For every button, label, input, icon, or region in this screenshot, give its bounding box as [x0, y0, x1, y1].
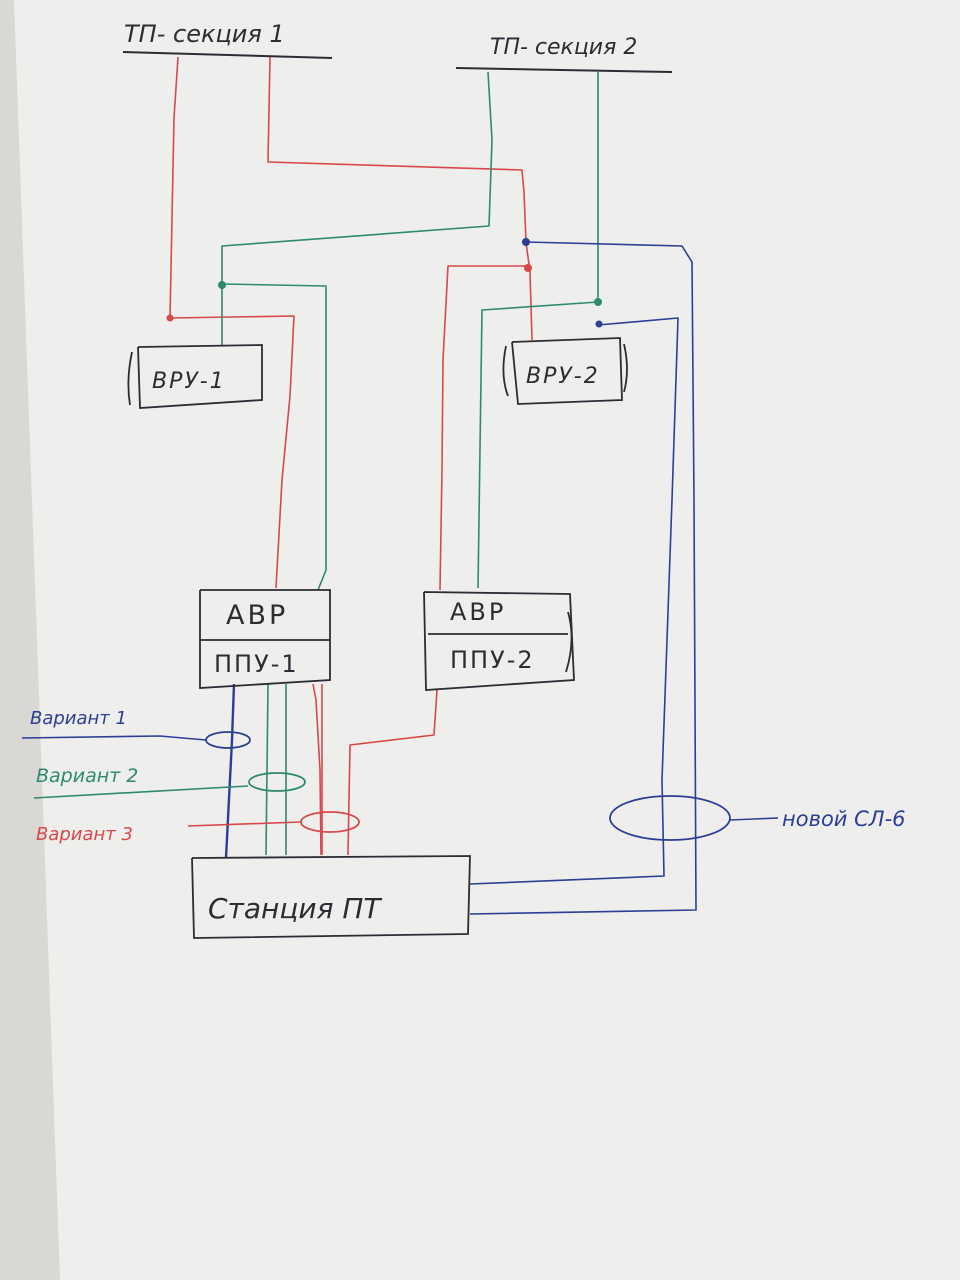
- vru-2-label: ВРУ-2: [526, 364, 600, 389]
- junction-dot: [595, 320, 603, 328]
- variant-2-ring: [248, 772, 306, 792]
- junction-dot: [594, 298, 602, 306]
- red-feeder-lines: [169, 56, 533, 856]
- vru-1-label: ВРУ-1: [152, 369, 226, 394]
- station-pt-box: [191, 855, 471, 939]
- junction-dot: [166, 314, 174, 322]
- junction-dot: [524, 264, 532, 272]
- tp-section-1-busbar: [122, 51, 333, 59]
- junction-dot: [218, 281, 226, 289]
- variant-2-label: Вариант 2: [36, 765, 138, 787]
- avr-ppu-2-box: [423, 591, 575, 691]
- variant-leaders: [21, 735, 779, 827]
- new-cable-ring: [609, 795, 731, 841]
- paper-sheet: [14, 0, 960, 1280]
- vru-2-box: [502, 337, 628, 405]
- green-feeder-lines: [221, 71, 599, 856]
- vru-1-box: [127, 344, 263, 409]
- new-cable-label: новой СЛ-6: [782, 807, 906, 831]
- avr-ppu-1-box: [199, 589, 331, 689]
- ppu-1-label: ППУ-1: [214, 650, 299, 678]
- variant-3-label: Вариант 3: [36, 824, 133, 845]
- station-pt-label: Станция ПТ: [208, 892, 382, 925]
- avr-1-label: АВР: [226, 600, 288, 631]
- ppu-2-label: ППУ-2: [450, 646, 535, 674]
- variant-1-label: Вариант 1: [30, 708, 127, 729]
- tp-section-1-label: ТП- секция 1: [124, 20, 285, 48]
- tp-section-2-busbar: [455, 67, 673, 73]
- junction-dot: [522, 238, 530, 246]
- tp-section-2-label: ТП- секция 2: [490, 35, 637, 60]
- variant-3-ring: [300, 811, 360, 833]
- avr-2-label: АВР: [450, 598, 506, 626]
- blue-new-cable-lines: [224, 241, 697, 915]
